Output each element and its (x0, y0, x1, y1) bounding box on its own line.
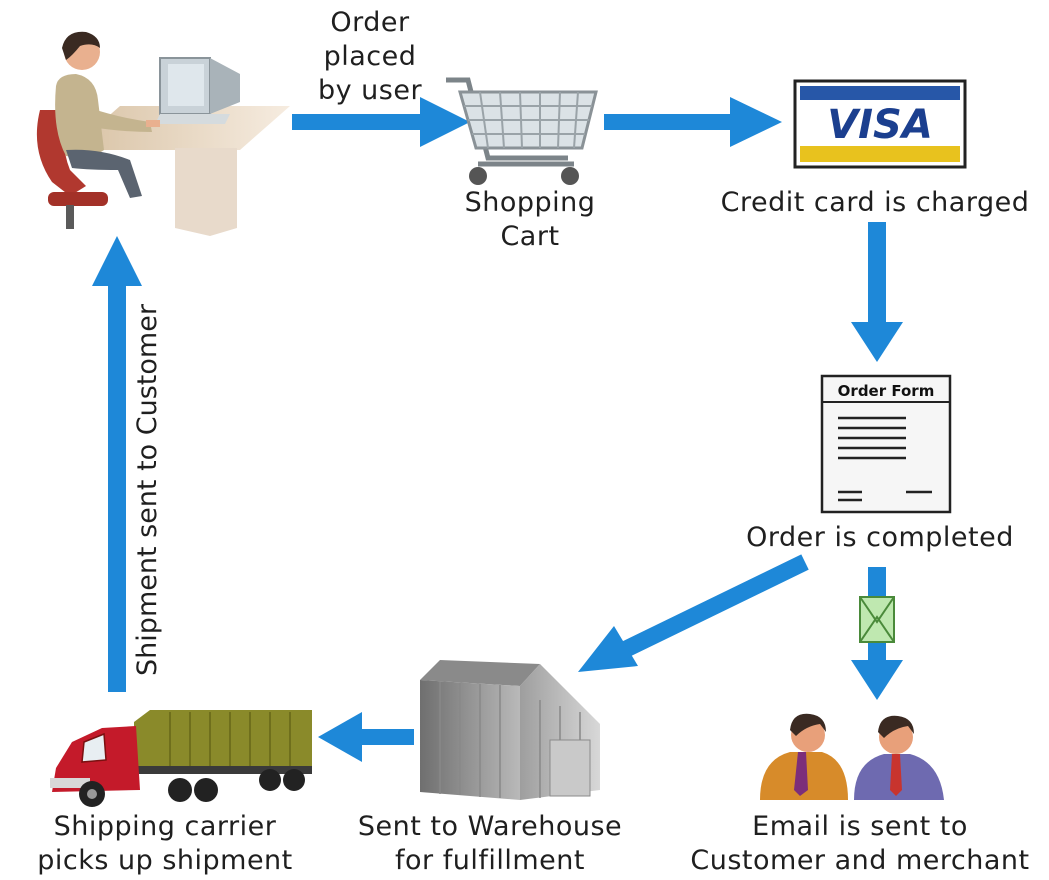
label-order-completed-text: Order is completed (746, 522, 1014, 553)
label-carrier-line1: Shipping carrier (53, 811, 277, 842)
order-form-icon: Order Form (820, 374, 952, 514)
label-shopping-cart: Shopping Cart (430, 186, 630, 254)
arrow-cart-to-card (604, 97, 782, 147)
label-order-placed-line2: placed (323, 41, 417, 72)
label-order-completed: Order is completed (720, 521, 1040, 555)
order-form-title: Order Form (838, 382, 935, 400)
label-order-placed-line3: by user (317, 75, 423, 106)
visa-label: VISA (827, 102, 933, 148)
customer-merchant-icon (760, 713, 944, 800)
label-credit-card-text: Credit card is charged (720, 187, 1030, 218)
label-shipping-carrier: Shipping carrier picks up shipment (20, 810, 310, 878)
label-shopping-cart-line1: Shopping (464, 187, 596, 218)
label-shipment-sent-to-customer: Shipment sent to Customer (132, 304, 163, 676)
label-order-placed: Order placed by user (300, 6, 440, 108)
arrow-order-to-email (851, 567, 903, 700)
user-at-computer-icon (36, 31, 290, 236)
envelope-icon (859, 596, 895, 643)
label-shopping-cart-line2: Cart (500, 221, 560, 252)
label-email-line2: Customer and merchant (690, 845, 1030, 876)
label-email-line1: Email is sent to (752, 811, 968, 842)
arrow-warehouse-to-truck (318, 712, 414, 762)
visa-card-icon: VISA (793, 79, 967, 169)
arrow-card-to-order-form (851, 222, 903, 362)
label-email-sent: Email is sent to Customer and merchant (680, 810, 1040, 878)
arrow-order-to-warehouse (578, 554, 809, 672)
label-warehouse-line2: for fulfillment (395, 845, 585, 876)
arrow-truck-to-user (92, 236, 142, 692)
label-carrier-line2: picks up shipment (37, 845, 293, 876)
truck-icon (50, 710, 312, 807)
warehouse-icon (420, 660, 600, 800)
label-order-placed-line1: Order (330, 7, 410, 38)
label-warehouse-line1: Sent to Warehouse (357, 811, 623, 842)
arrow-user-to-cart (292, 97, 470, 147)
label-credit-card-charged: Credit card is charged (700, 186, 1049, 220)
shopping-cart-icon (446, 77, 598, 185)
label-warehouse: Sent to Warehouse for fulfillment (340, 810, 640, 878)
